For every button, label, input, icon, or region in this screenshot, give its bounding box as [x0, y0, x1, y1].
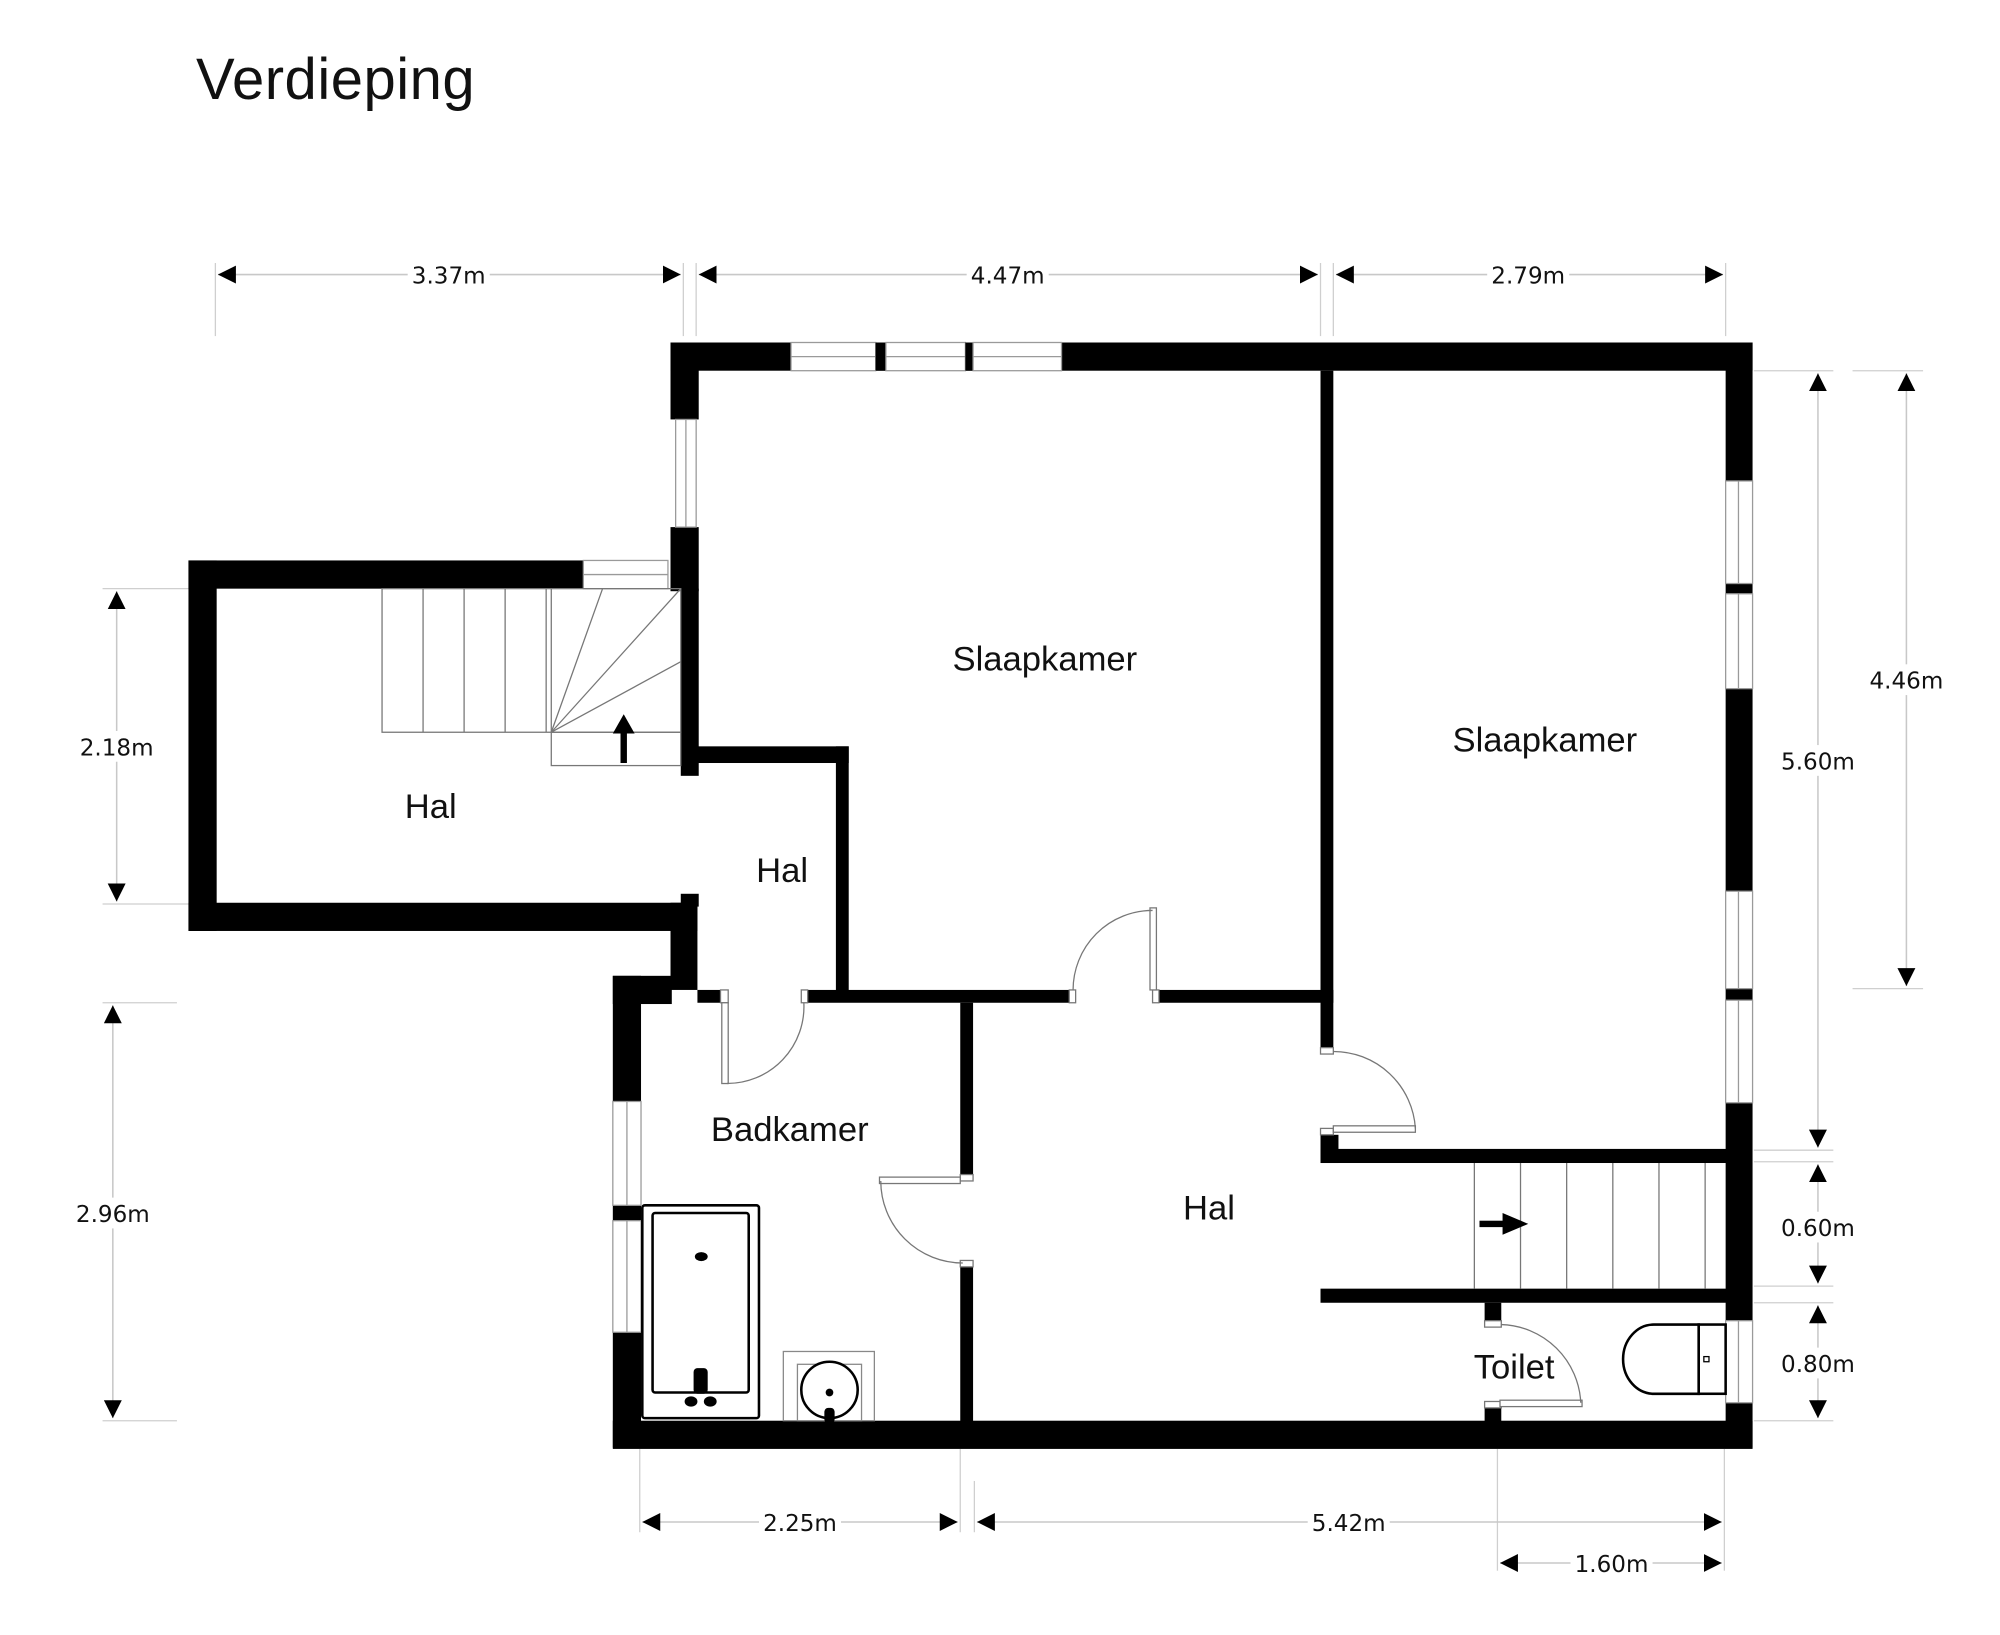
sink-icon [782, 1350, 876, 1424]
room-label-slaapkamer-1: Slaapkamer [953, 641, 1138, 679]
dim-toilet-height: 0.80m [1781, 1352, 1855, 1378]
walls [188, 342, 1753, 1449]
room-label-hal-corridor: Hal [756, 852, 808, 890]
up-arrow-icon [612, 714, 635, 764]
dim-top-left: 3.37m [412, 264, 486, 290]
door-toilet [1483, 1320, 1583, 1409]
dim-stair-height: 0.60m [1781, 1216, 1855, 1242]
room-label-hal-central: Hal [1183, 1189, 1235, 1227]
room-labels: Hal Hal Slaapkamer Slaapkamer Badkamer H… [405, 641, 1637, 1387]
door-slaapkamer-1 [1068, 907, 1160, 1004]
door-badkamer-side [878, 1173, 974, 1268]
dimension-labels: 3.37m 4.47m 2.79m 2.18m 2.96m 4.46m 5.60… [71, 260, 1950, 1578]
room-label-slaapkamer-2: Slaapkamer [1453, 721, 1638, 759]
room-label-toilet: Toilet [1474, 1348, 1555, 1386]
staircase-east [1473, 1163, 1706, 1289]
dim-left-upper: 2.18m [80, 735, 154, 761]
dim-toilet-width: 1.60m [1575, 1552, 1649, 1578]
bathtub-icon [641, 1204, 761, 1420]
door-badkamer-top [719, 989, 809, 1085]
dim-right-inner: 5.60m [1781, 749, 1855, 775]
door-slaapkamer-2 [1319, 1046, 1417, 1136]
right-arrow-icon [1479, 1213, 1529, 1235]
dim-bottom-right: 5.42m [1312, 1511, 1386, 1537]
dim-top-middle: 4.47m [971, 264, 1045, 290]
dim-left-lower: 2.96m [76, 1202, 150, 1228]
dim-bottom-left: 2.25m [763, 1511, 837, 1537]
staircase-west [381, 588, 682, 767]
page-title: Verdieping [196, 47, 476, 112]
toilet-icon [1621, 1323, 1727, 1396]
windows [582, 341, 1754, 1404]
room-label-hal-west: Hal [405, 788, 457, 826]
dim-right-outer: 4.46m [1869, 669, 1943, 695]
room-label-badkamer: Badkamer [711, 1111, 869, 1149]
doors [719, 907, 1583, 1409]
dim-top-right: 2.79m [1491, 264, 1565, 290]
